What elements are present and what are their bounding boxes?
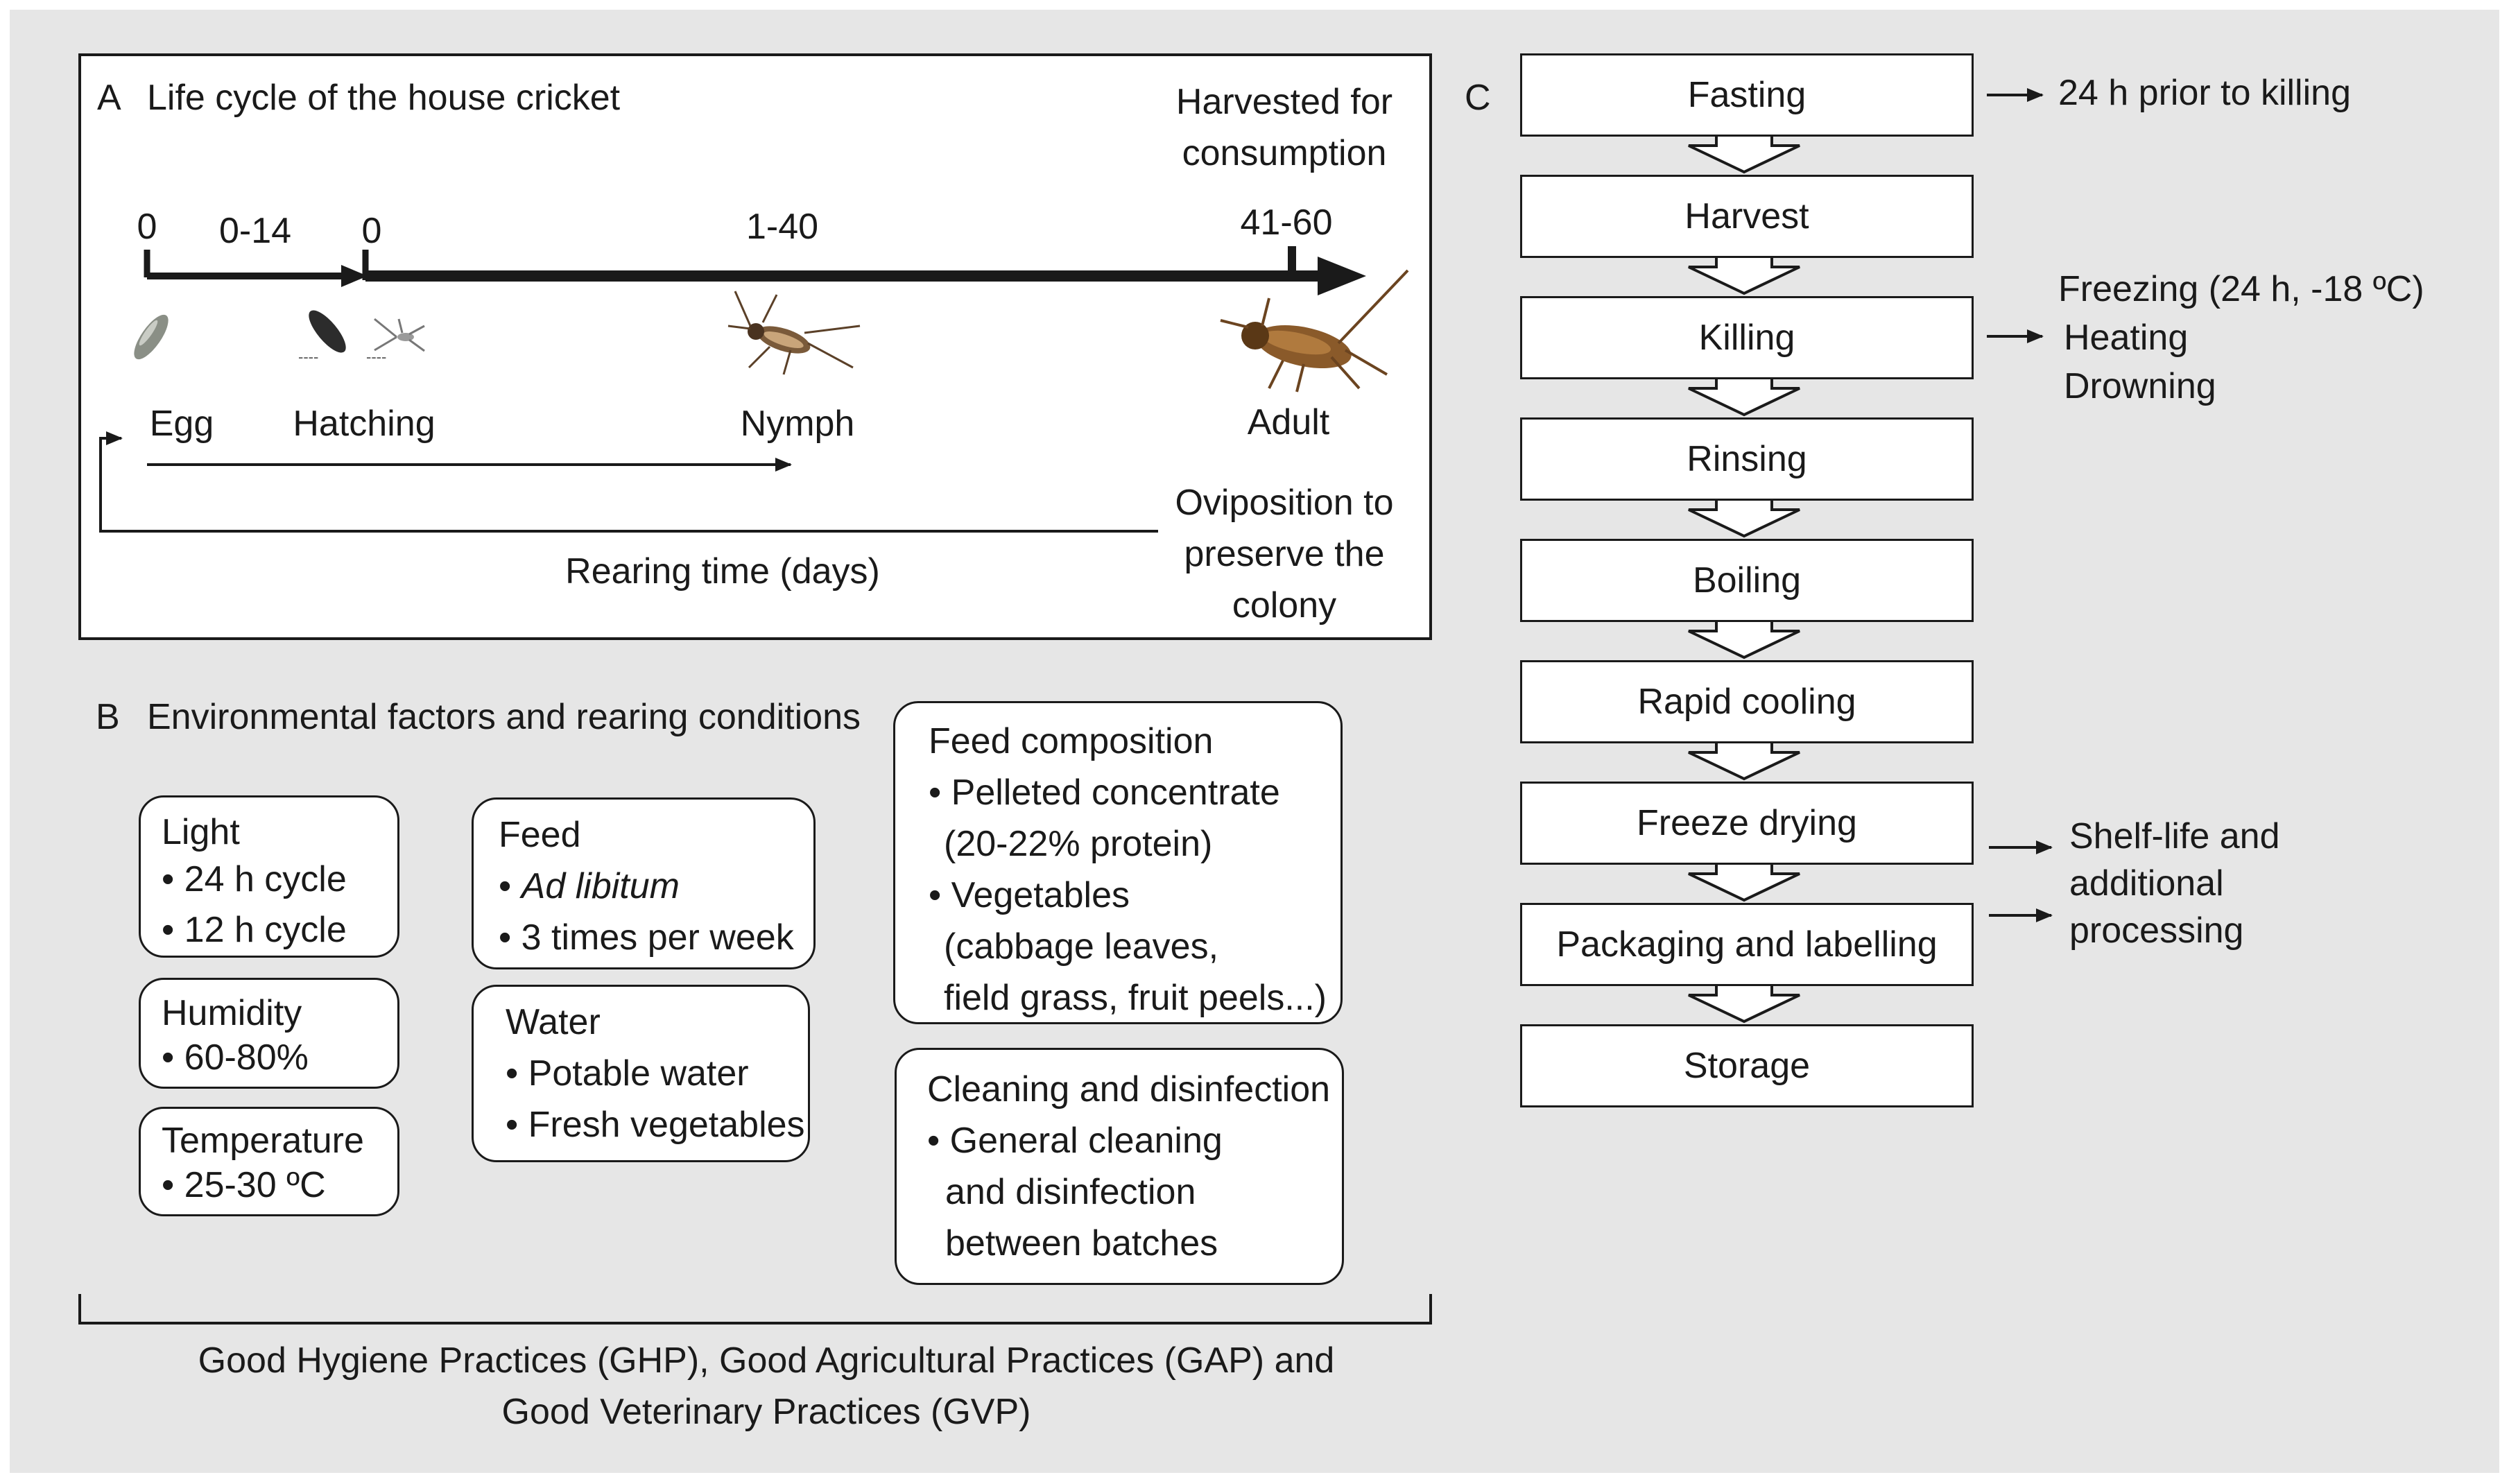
flow-connector: [1688, 377, 1800, 417]
temperature-title: Temperature: [162, 1121, 364, 1161]
killing-note-freezing: Freezing (24 h, -18 ºC): [2058, 269, 2424, 309]
feed-item: • 3 times per week: [499, 917, 794, 958]
tick-label-41-60: 41-60: [1240, 202, 1333, 243]
practices-bracket: [78, 1294, 1432, 1325]
light-item: • 12 h cycle: [162, 910, 347, 950]
step-freeze-drying: Freeze drying: [1520, 782, 1974, 865]
feed-composition-line: (cabbage leaves,: [944, 926, 1219, 967]
panel-b-title: Environmental factors and rearing condit…: [147, 697, 861, 737]
oviposition-line-3: colony: [1232, 585, 1337, 625]
flow-connector: [1688, 255, 1800, 295]
practices-line-1: Good Hygiene Practices (GHP), Good Agric…: [198, 1340, 1335, 1381]
feed-composition-line: (20-22% protein): [944, 824, 1213, 864]
water-box: Water • Potable water • Fresh vegetables: [472, 985, 810, 1162]
scale-mark: ----: [366, 348, 386, 365]
adult-cricket-icon: [1220, 269, 1409, 392]
step-rapid-cooling: Rapid cooling: [1520, 660, 1974, 743]
tick-label-0-14: 0-14: [218, 211, 292, 251]
feed-composition-line: • Vegetables: [929, 875, 1130, 915]
step-packaging-labelling: Packaging and labelling: [1520, 903, 1974, 986]
killing-note-heating: Heating: [2064, 318, 2189, 358]
tick-label-0: 0: [137, 207, 157, 247]
water-title: Water: [506, 1002, 601, 1042]
step-boiling: Boiling: [1520, 539, 1974, 622]
oviposition-line-1: Oviposition to: [1175, 483, 1394, 523]
temperature-box: Temperature • 25-30 ºC: [139, 1107, 399, 1216]
humidity-item: • 60-80%: [162, 1037, 309, 1078]
shelf-note-line-2: additional: [2069, 863, 2224, 904]
flow-connector: [1688, 498, 1800, 538]
feed-composition-box: Feed composition • Pelleted concentrate …: [893, 701, 1343, 1024]
fasting-note: 24 h prior to killing: [2058, 73, 2351, 113]
hatching-egg-icon: [309, 310, 346, 353]
harvested-line-1: Harvested for: [1175, 82, 1393, 122]
stage-nymph: Nymph: [740, 404, 855, 444]
humidity-title: Humidity: [162, 993, 302, 1033]
step-rinsing: Rinsing: [1520, 417, 1974, 501]
feed-composition-line: field grass, fruit peels...): [944, 978, 1327, 1018]
feed-title: Feed: [499, 815, 581, 855]
light-title: Light: [162, 812, 240, 852]
panel-b-letter: B: [96, 697, 120, 737]
tick-label-0-hatch: 0: [361, 211, 382, 251]
step-killing: Killing: [1520, 296, 1974, 379]
flow-connector: [1688, 619, 1800, 659]
feed-composition-line: • Pelleted concentrate: [929, 773, 1280, 813]
oviposition-label: Oviposition to preserve the colony: [1175, 477, 1393, 631]
cleaning-line: and disinfection: [945, 1172, 1196, 1212]
flow-connector: [1688, 741, 1800, 781]
practices-line-2: Good Veterinary Practices (GVP): [501, 1392, 1031, 1432]
cleaning-line: between batches: [945, 1223, 1218, 1263]
water-item: • Fresh vegetables: [506, 1105, 805, 1145]
temperature-item: • 25-30 ºC: [162, 1165, 326, 1205]
panel-a-title: Life cycle of the house cricket: [147, 78, 621, 118]
cleaning-title: Cleaning and disinfection: [927, 1069, 1331, 1110]
shelf-note-line-1: Shelf-life and: [2069, 816, 2280, 856]
timeline-egg-to-hatching-arrow: [144, 250, 368, 287]
harvested-line-2: consumption: [1182, 133, 1387, 173]
flow-connector: [1688, 134, 1800, 174]
cleaning-line: • General cleaning: [927, 1121, 1223, 1161]
light-box: Light • 24 h cycle • 12 h cycle: [139, 795, 399, 958]
water-item: • Potable water: [506, 1053, 749, 1094]
panel-a-letter: A: [97, 78, 121, 118]
stage-hatching: Hatching: [293, 404, 436, 444]
step-storage: Storage: [1520, 1024, 1974, 1107]
step-harvest: Harvest: [1520, 175, 1974, 258]
feed-box: Feed • Ad libitum • 3 times per week: [472, 797, 816, 969]
shelf-note-line-3: processing: [2069, 911, 2244, 951]
light-item: • 24 h cycle: [162, 859, 347, 899]
shelf-life-notes: Shelf-life and additional processing: [2069, 813, 2280, 954]
flow-connectors: [1688, 134, 1800, 1024]
tick-label-1-40: 1-40: [745, 207, 819, 247]
cleaning-box: Cleaning and disinfection • General clea…: [895, 1048, 1344, 1285]
harvested-label: Harvested for consumption: [1176, 76, 1393, 179]
flow-connector: [1688, 862, 1800, 902]
killing-notes: Freezing (24 h, -18 ºC) Heating Drowning: [2058, 265, 2424, 411]
feed-bullet: •: [499, 866, 521, 906]
nymph-cricket-icon: [727, 291, 861, 375]
killing-note-drowning: Drowning: [2064, 366, 2216, 406]
ad-libitum-text: Ad libitum: [521, 866, 680, 906]
scale-mark: ----: [298, 348, 318, 365]
panel-a-frame: [78, 53, 1432, 640]
flow-connector: [1688, 983, 1800, 1024]
feed-item-ad-libitum: • Ad libitum: [499, 861, 813, 912]
stage-adult: Adult: [1247, 402, 1330, 442]
stage-egg: Egg: [149, 404, 214, 444]
timeline-main-arrow: [362, 246, 1366, 295]
egg-icon: [134, 314, 169, 360]
hatchling-icon: [374, 318, 425, 352]
colony-loop-arrow: [99, 431, 1158, 533]
feed-composition-title: Feed composition: [929, 721, 1214, 761]
practices-footer: Good Hygiene Practices (GHP), Good Agric…: [198, 1335, 1335, 1438]
oviposition-line-2: preserve the: [1184, 534, 1385, 574]
rearing-time-label: Rearing time (days): [565, 551, 880, 592]
panel-c-letter: C: [1465, 78, 1491, 118]
step-fasting: Fasting: [1520, 53, 1974, 137]
humidity-box: Humidity • 60-80%: [139, 978, 399, 1089]
